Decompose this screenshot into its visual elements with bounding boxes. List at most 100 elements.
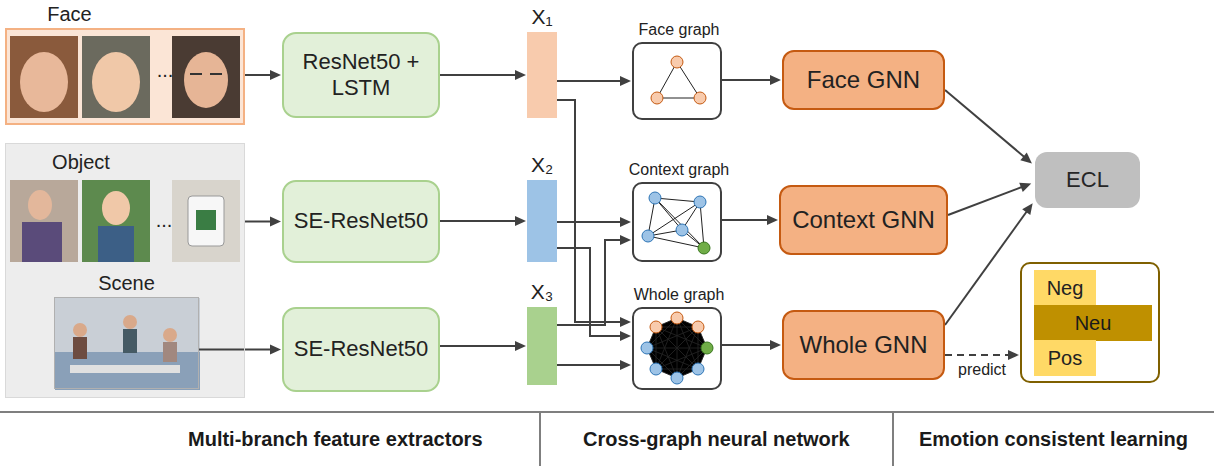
object-photo (28, 190, 52, 220)
face-panel: Face... (5, 28, 245, 125)
arrow-head (270, 70, 281, 80)
connector (440, 216, 526, 226)
feature-vector: X₁ (527, 32, 557, 118)
class-bar: Neg (1034, 270, 1096, 306)
connector-line (557, 221, 623, 223)
glasses (190, 73, 222, 75)
section-label: Cross-graph neural network (583, 428, 850, 451)
object-photo (102, 191, 130, 225)
connector-line (945, 90, 1026, 158)
node-label: Scene (55, 271, 198, 295)
face-photo (172, 36, 240, 118)
scene-panel: Scene (54, 297, 199, 389)
scene-photo (163, 342, 177, 362)
scene-photo (73, 337, 87, 359)
node-label: Face GNN (801, 66, 926, 95)
section-divider (539, 412, 541, 466)
section-divider (892, 412, 894, 466)
face-photo (20, 52, 68, 112)
node-label: Context graph (609, 160, 749, 179)
connector (557, 76, 631, 86)
graph-box: Face graph (632, 42, 722, 120)
ecl-box: ECL (1035, 152, 1140, 208)
graph-box: Whole graph (632, 307, 722, 390)
connector-line (722, 219, 770, 221)
arrow-head (770, 75, 781, 85)
connector-line (557, 248, 623, 336)
connector (945, 350, 1019, 360)
connector-line (722, 344, 773, 346)
scene-photo (70, 365, 180, 373)
arrow-head (1019, 183, 1031, 192)
arrow-head (620, 235, 631, 245)
arrow-head (515, 341, 526, 351)
connector (948, 183, 1031, 215)
face-graph-drawing (651, 56, 706, 104)
connector-line (557, 364, 623, 366)
edge-label: predict (956, 361, 1008, 379)
node-label: Whole GNN (793, 331, 933, 360)
face-photo (82, 36, 150, 118)
whole-graph-drawing (647, 318, 707, 378)
node-label: X₂ (512, 152, 572, 177)
connector (440, 341, 526, 351)
section-label: Multi-branch feature extractors (188, 428, 483, 451)
face-panel-fill (5, 28, 245, 125)
context-panel: Object... Scene (5, 143, 245, 398)
arrow-head (515, 70, 526, 80)
object-photo (82, 180, 150, 262)
feature-vector: X₂ (527, 180, 557, 262)
connector (722, 215, 778, 225)
arrow-head (770, 340, 781, 350)
connector-line (945, 354, 1011, 356)
graph-box: Context graph (632, 182, 722, 262)
connector-line (440, 345, 518, 347)
connector-line (557, 80, 623, 82)
connector (557, 248, 631, 341)
face-photo (92, 52, 140, 112)
node-label: Whole graph (609, 285, 749, 304)
node-label: X₁ (512, 4, 572, 29)
scene-photo (123, 315, 137, 329)
arrow-head (1008, 350, 1019, 360)
object-photo (98, 226, 134, 262)
node-label: SE-ResNet50 (288, 208, 435, 234)
connector-line (440, 74, 518, 76)
section-label: Emotion consistent learning (919, 428, 1188, 451)
node-label: ... (151, 208, 177, 232)
connector (722, 340, 781, 350)
arrow-head (620, 360, 631, 370)
feature-vector: X₃ (527, 307, 557, 385)
node-label: X₃ (512, 279, 572, 304)
node-label: Neu (1069, 311, 1118, 335)
node-label: Object (6, 150, 156, 174)
arrow-head (1020, 153, 1032, 164)
connector-line (245, 221, 273, 223)
node-label: Face (7, 2, 132, 26)
arrow-head (620, 331, 631, 341)
node-label: Pos (1042, 346, 1088, 370)
connector-line (199, 349, 273, 351)
context-panel-fill (5, 143, 245, 398)
scene-photo (55, 298, 200, 390)
connector-line (722, 79, 773, 81)
node-label: SE-ResNet50 (288, 336, 435, 362)
connector-line (945, 210, 1028, 325)
connector-line (557, 240, 623, 325)
connector (440, 70, 526, 80)
gnn-box: Face GNN (782, 50, 945, 110)
scene-photo (163, 328, 177, 342)
class-bar: Neu (1034, 305, 1152, 341)
arrow-head (620, 317, 631, 327)
connector (557, 235, 631, 325)
connector-line (245, 74, 273, 76)
scene-photo (123, 329, 137, 353)
face-photo (10, 36, 78, 118)
object-photo (10, 180, 78, 262)
connector-line (440, 220, 518, 222)
node-label: ResNet50 + LSTM (287, 49, 435, 102)
arrow-head (620, 217, 631, 227)
